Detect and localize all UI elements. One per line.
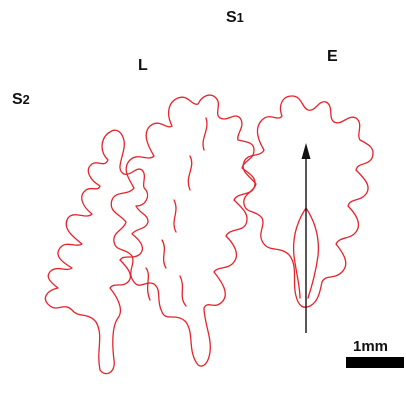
label-e: E (327, 49, 338, 65)
frond-outline-l (111, 95, 255, 366)
label-s2: S2 (12, 92, 30, 108)
label-l: L (138, 58, 148, 74)
frond-inner-l (146, 118, 207, 306)
growth-arrow-head (302, 143, 311, 159)
scale-bar-label: 1mm (353, 338, 388, 355)
frond-outline-e (243, 96, 373, 307)
label-s1: S1 (226, 10, 244, 26)
frond-outline-s2 (45, 130, 148, 373)
scale-bar (346, 357, 404, 368)
